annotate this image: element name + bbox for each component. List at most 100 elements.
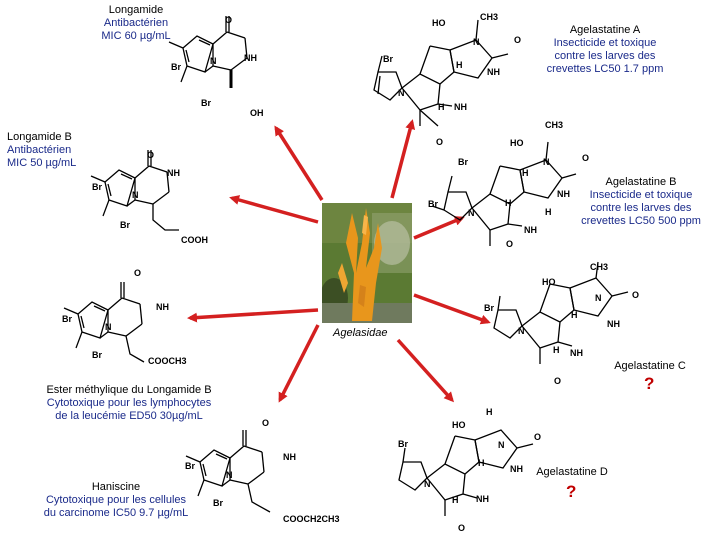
arrow-to-longamide bbox=[274, 125, 324, 201]
arrow-to-agelastatine-c bbox=[413, 293, 491, 325]
svg-text:Br: Br bbox=[92, 350, 102, 360]
longamide-name: Longamide bbox=[108, 4, 164, 16]
svg-text:Br: Br bbox=[484, 303, 494, 313]
svg-text:O: O bbox=[534, 432, 541, 442]
svg-text:COOCH2CH3: COOCH2CH3 bbox=[283, 514, 340, 524]
arrow-to-ester bbox=[187, 308, 319, 323]
svg-text:N: N bbox=[424, 479, 431, 489]
svg-text:CH3: CH3 bbox=[545, 120, 563, 130]
svg-text:O: O bbox=[554, 376, 561, 386]
arrow-to-haniscine bbox=[278, 324, 320, 403]
label-agelastatine-c: Agelastatine C bbox=[600, 360, 700, 373]
svg-text:NH: NH bbox=[283, 452, 296, 462]
agelastatine-b-desc-1: Insecticide et toxique bbox=[589, 189, 693, 201]
svg-text:N: N bbox=[518, 326, 525, 336]
svg-text:O: O bbox=[147, 150, 154, 160]
svg-text:Br: Br bbox=[92, 182, 102, 192]
longamide-b-desc-1: Antibactérien bbox=[7, 144, 72, 156]
svg-text:O: O bbox=[436, 137, 443, 147]
haniscine-structure bbox=[185, 429, 271, 513]
agelastatine-a-structure bbox=[373, 19, 509, 127]
arrow-to-agelastatine-b bbox=[413, 216, 465, 240]
svg-text:O: O bbox=[506, 239, 513, 249]
ester-structure bbox=[63, 281, 145, 363]
svg-text:CH3: CH3 bbox=[590, 262, 608, 272]
label-longamide: Longamide Antibactérien MIC 60 µg/mL bbox=[86, 4, 186, 43]
svg-text:NH: NH bbox=[156, 302, 169, 312]
haniscine-name: Haniscine bbox=[91, 481, 141, 493]
ester-atoms: Br Br N NH O COOCH3 bbox=[62, 268, 187, 366]
svg-text:Br: Br bbox=[120, 220, 130, 230]
svg-text:NH: NH bbox=[487, 67, 500, 77]
svg-text:N: N bbox=[105, 322, 112, 332]
svg-text:H: H bbox=[438, 102, 445, 112]
agelastatine-a-desc-1: Insecticide et toxique bbox=[553, 37, 657, 49]
arrow-to-agelastatine-d bbox=[396, 338, 455, 403]
svg-text:O: O bbox=[134, 268, 141, 278]
svg-text:NH: NH bbox=[476, 494, 489, 504]
svg-text:N: N bbox=[473, 37, 480, 47]
longamide-structure bbox=[168, 15, 248, 88]
longamide-b-name: Longamide B bbox=[7, 131, 72, 143]
label-agelastatine-b: Agelastatine B Insecticide et toxique co… bbox=[566, 176, 716, 228]
svg-text:O: O bbox=[632, 290, 639, 300]
svg-text:H: H bbox=[553, 345, 560, 355]
svg-text:Br: Br bbox=[213, 498, 223, 508]
sponge-photo bbox=[322, 203, 412, 323]
label-haniscine: Haniscine Cytotoxique pour les cellules … bbox=[26, 481, 206, 520]
agelastatine-b-name: Agelastatine B bbox=[605, 176, 677, 188]
svg-text:N: N bbox=[210, 56, 217, 66]
svg-text:N: N bbox=[226, 470, 233, 480]
agelastatine-c-unknown: ? bbox=[644, 374, 655, 393]
agelastatine-d-name: Agelastatine D bbox=[536, 466, 608, 478]
ester-name: Ester méthylique du Longamide B bbox=[46, 384, 212, 396]
svg-text:N: N bbox=[543, 157, 550, 167]
agelastatine-a-atoms: Br N NH O HO CH3 N O NH H H bbox=[383, 12, 521, 147]
svg-text:Br: Br bbox=[201, 98, 211, 108]
agelastatine-c-structure bbox=[493, 261, 629, 364]
agelastatine-c-name: Agelastatine C bbox=[614, 360, 686, 372]
svg-text:H: H bbox=[486, 407, 493, 417]
svg-text:HO: HO bbox=[452, 420, 466, 430]
svg-text:H: H bbox=[505, 198, 512, 208]
svg-text:Br: Br bbox=[383, 54, 393, 64]
svg-text:Br: Br bbox=[62, 314, 72, 324]
agelastatine-b-atoms: Br Br N NH O HO CH3 N O NH H H H bbox=[428, 120, 589, 249]
svg-text:H: H bbox=[571, 310, 578, 320]
svg-text:NH: NH bbox=[244, 53, 257, 63]
svg-text:Br: Br bbox=[185, 461, 195, 471]
longamide-desc-1: Antibactérien bbox=[103, 17, 169, 29]
agelastatine-a-desc-3: crevettes LC50 1.7 ppm bbox=[546, 63, 664, 75]
longamide-b-desc-2: MIC 50 µg/mL bbox=[7, 157, 77, 169]
svg-text:Br: Br bbox=[458, 157, 468, 167]
longamide-b-structure bbox=[90, 149, 179, 231]
svg-text:Br: Br bbox=[428, 199, 438, 209]
svg-text:O: O bbox=[262, 418, 269, 428]
svg-text:HO: HO bbox=[542, 277, 556, 287]
svg-text:H: H bbox=[456, 60, 463, 70]
haniscine-desc-1: Cytotoxique pour les cellules bbox=[45, 494, 187, 506]
svg-text:N: N bbox=[595, 293, 602, 303]
label-agelastatine-d: Agelastatine D bbox=[522, 466, 622, 479]
svg-text:H: H bbox=[452, 495, 459, 505]
svg-text:H: H bbox=[478, 458, 485, 468]
svg-text:COOCH3: COOCH3 bbox=[148, 356, 187, 366]
agelastatine-c-atoms: Br N NH O HO CH3 N O NH H H bbox=[484, 262, 639, 386]
svg-text:HO: HO bbox=[432, 18, 446, 28]
svg-text:NH: NH bbox=[607, 319, 620, 329]
svg-text:O: O bbox=[458, 523, 465, 533]
haniscine-desc-2: du carcinome IC50 9.7 µg/mL bbox=[43, 507, 189, 519]
haniscine-atoms: Br Br N NH O COOCH2CH3 bbox=[185, 418, 340, 524]
svg-text:NH: NH bbox=[524, 225, 537, 235]
svg-text:H: H bbox=[522, 168, 529, 178]
label-ester: Ester méthylique du Longamide B Cytotoxi… bbox=[14, 384, 244, 423]
svg-text:O: O bbox=[225, 15, 232, 25]
svg-text:Br: Br bbox=[171, 62, 181, 72]
svg-text:O: O bbox=[514, 35, 521, 45]
longamide-atoms: Br Br N NH O OH bbox=[171, 15, 264, 118]
svg-text:O: O bbox=[582, 153, 589, 163]
svg-text:Br: Br bbox=[398, 439, 408, 449]
svg-text:CH3: CH3 bbox=[480, 12, 498, 22]
